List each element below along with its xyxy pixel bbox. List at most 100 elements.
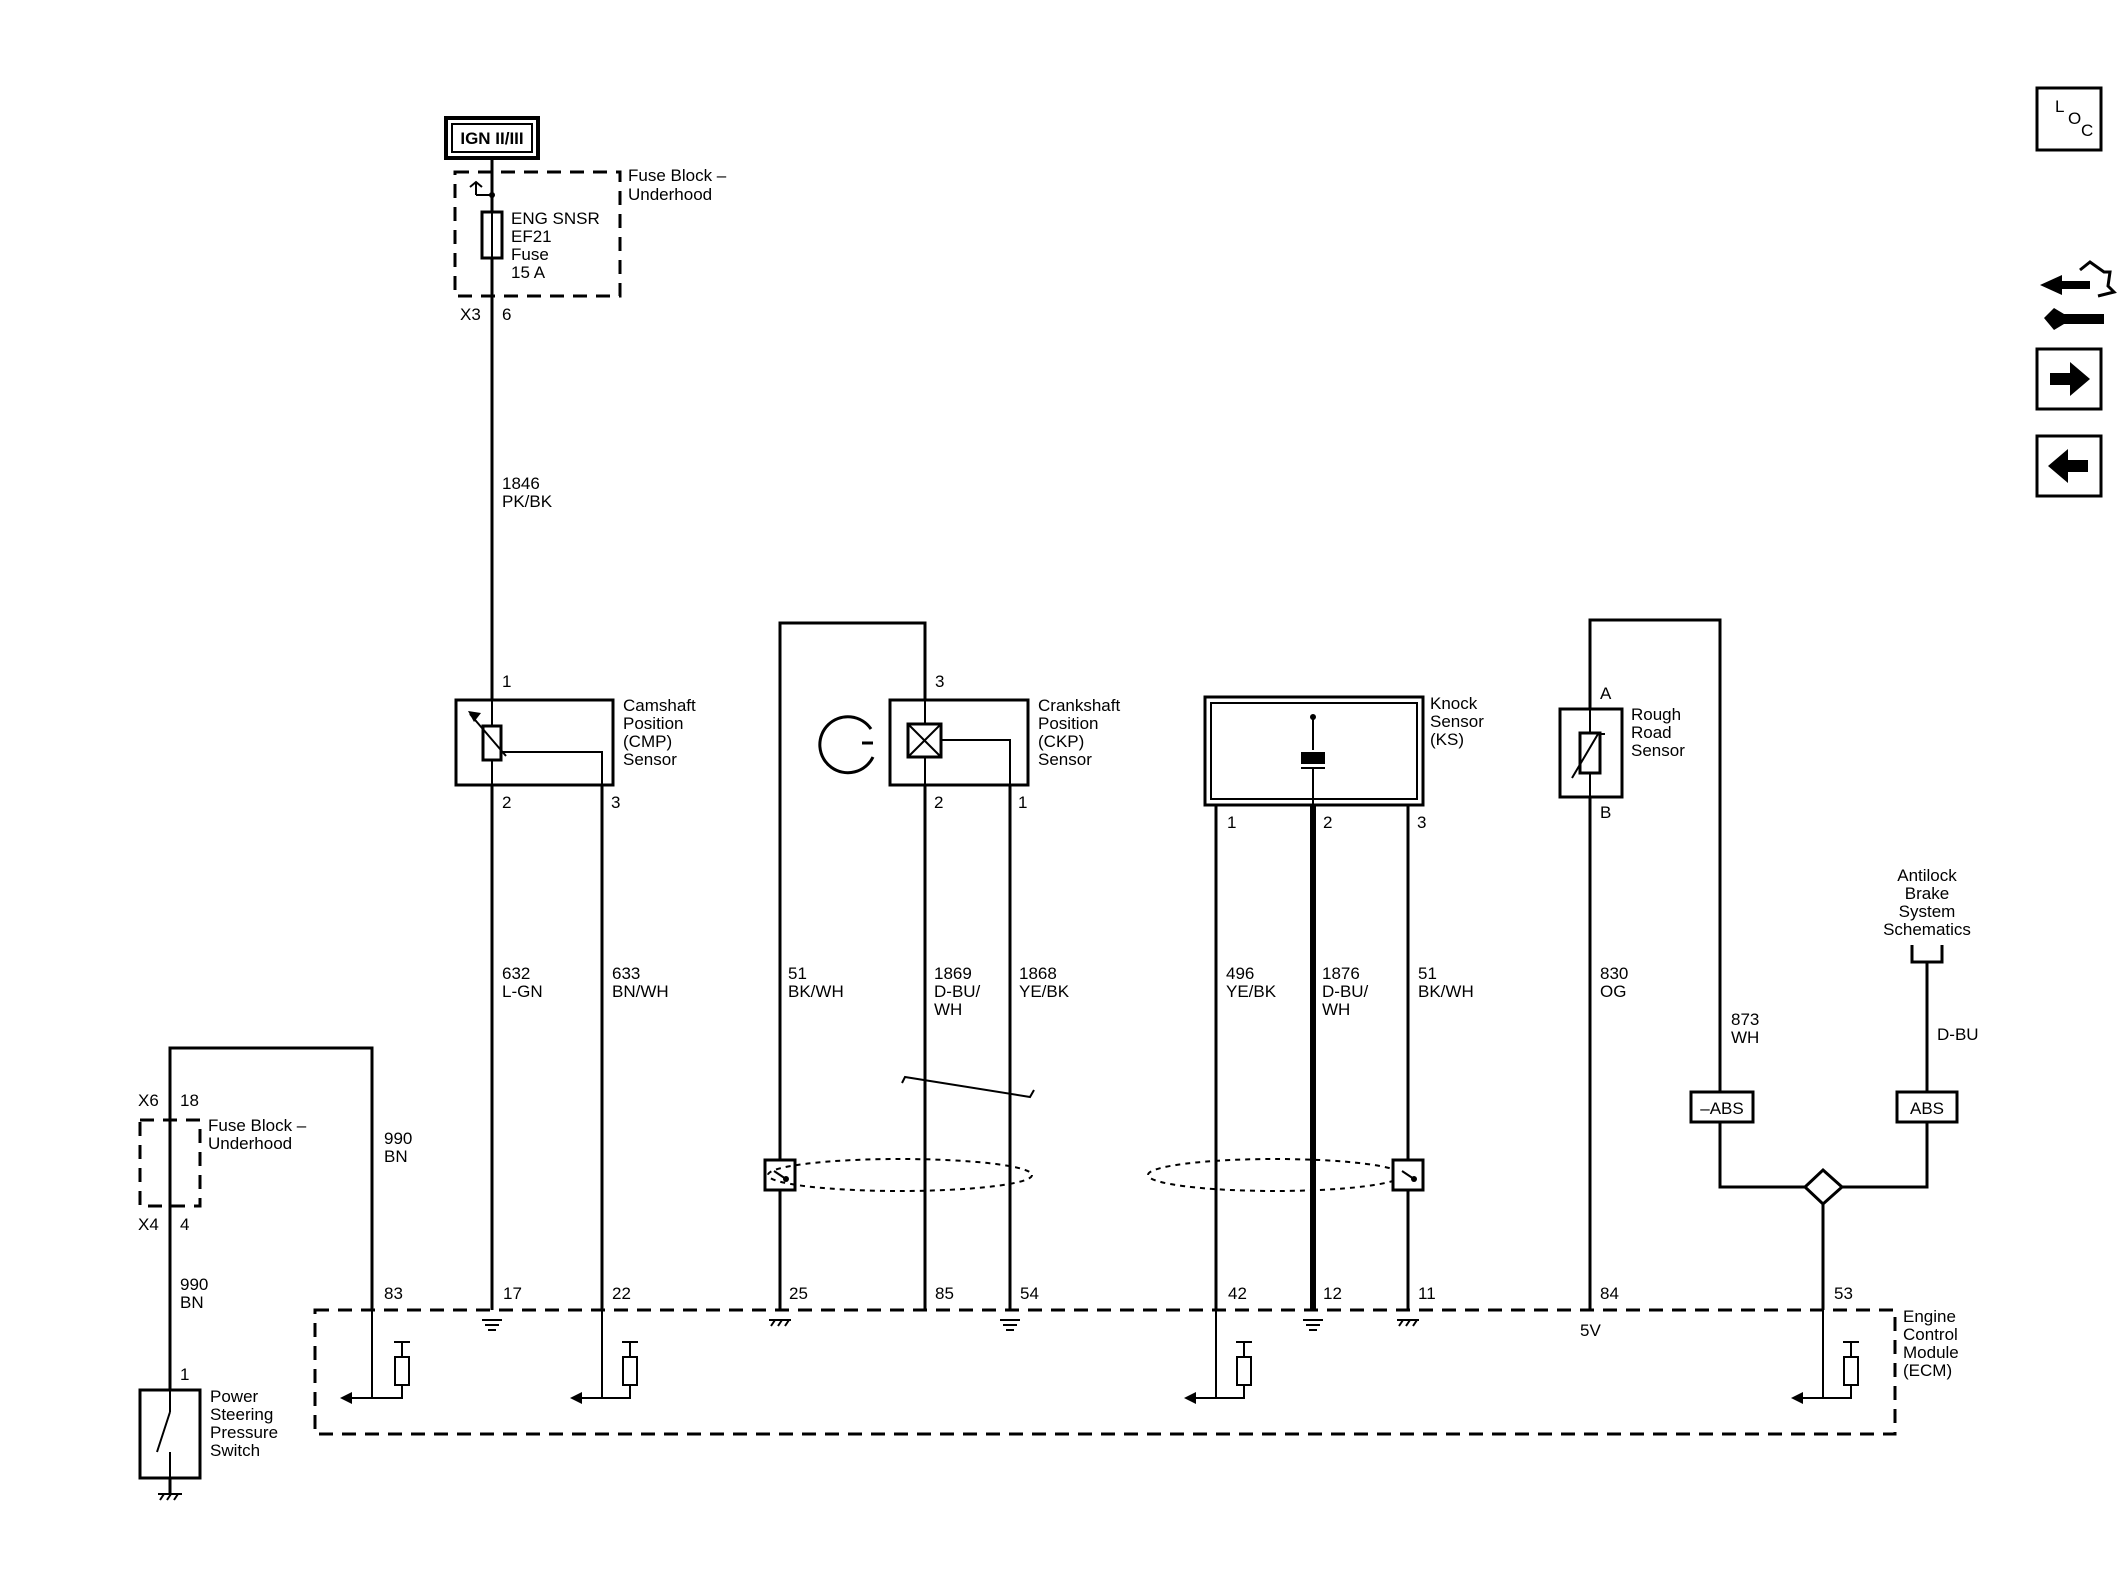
- signal-ground-icon: [1303, 1319, 1323, 1331]
- next-page-icon[interactable]: [2035, 347, 2103, 411]
- fuse-block-underhood-left: X6 18 Fuse Block – Underhood X4 4: [138, 1091, 307, 1234]
- wire-color: YE/BK: [1019, 982, 1070, 1001]
- twisted-pair-icon: [901, 1075, 1035, 1099]
- ign-label: IGN II/III: [460, 129, 523, 148]
- sensor-label: Knock: [1430, 694, 1478, 713]
- abs-label: Schematics: [1883, 920, 1971, 939]
- switch-label: Power: [210, 1387, 259, 1406]
- cmp-sensor: 1 Camshaft Position (CMP) Sensor 2 3: [454, 672, 696, 812]
- wire-number: 990: [180, 1275, 208, 1294]
- connector-label: X4: [138, 1215, 159, 1234]
- component-views-icon[interactable]: [2040, 260, 2117, 330]
- ecm-pin-label: 84: [1600, 1284, 1619, 1303]
- wire-color: L-GN: [502, 982, 543, 1001]
- power-steering-pressure-switch: 1 Power Steering Pressure Switch: [138, 1365, 278, 1501]
- connector-label: X6: [138, 1091, 159, 1110]
- wire-color: PK/BK: [502, 492, 553, 511]
- sensor-label: (CKP): [1038, 732, 1084, 751]
- sensor-label: Road: [1631, 723, 1672, 742]
- ecm-pin-label: 42: [1228, 1284, 1247, 1303]
- wire-color: BN/WH: [612, 982, 669, 1001]
- wire-number: 51: [1418, 964, 1437, 983]
- wire-color: BN: [180, 1293, 204, 1312]
- fuse-id: EF21: [511, 227, 552, 246]
- wire-color: OG: [1600, 982, 1626, 1001]
- wire-color: BK/WH: [1418, 982, 1474, 1001]
- pin-label: 2: [1323, 813, 1332, 832]
- fuse-block-label: Underhood: [628, 185, 712, 204]
- pin-label: 1: [180, 1365, 189, 1384]
- wire-number: 1868: [1019, 964, 1057, 983]
- pin-label: 2: [934, 793, 943, 812]
- fuse-block-label: Underhood: [208, 1134, 292, 1153]
- ign-power-source: IGN II/III: [444, 116, 540, 160]
- ecm-label: Control: [1903, 1325, 1958, 1344]
- wire-color: D-BU/: [934, 982, 981, 1001]
- sensor-label: Sensor: [1631, 741, 1685, 760]
- shield-drain-ks: [1147, 1158, 1425, 1192]
- pin-label: 1: [1018, 793, 1027, 812]
- loc-icon[interactable]: L O C: [2035, 86, 2103, 152]
- sensor-label: Crankshaft: [1038, 696, 1120, 715]
- ecm-pin-label: 25: [789, 1284, 808, 1303]
- piezo-element-icon: [1301, 752, 1325, 764]
- pin-label: 6: [502, 305, 511, 324]
- pin-label: 3: [935, 672, 944, 691]
- ecm-pin-label: 12: [1323, 1284, 1342, 1303]
- loc-letter: C: [2081, 121, 2093, 140]
- loc-letter: L: [2055, 97, 2064, 116]
- abs-tag-label: ABS: [1910, 1099, 1944, 1118]
- ecm-label: Engine: [1903, 1307, 1956, 1326]
- abs-tag-label: –ABS: [1700, 1099, 1743, 1118]
- wire-number: 1869: [934, 964, 972, 983]
- fuse-block-underhood-top: Fuse Block – Underhood ENG SNSR EF21 Fus…: [453, 166, 727, 298]
- signal-ground-icon: [482, 1319, 502, 1331]
- wire-color: WH: [934, 1000, 962, 1019]
- ecm-pin-label: 85: [935, 1284, 954, 1303]
- ecm-pin-label: 83: [384, 1284, 403, 1303]
- fuse-type: Fuse: [511, 245, 549, 264]
- sensor-label: Position: [623, 714, 683, 733]
- input-resistor-circuit-42: [1184, 1310, 1252, 1404]
- wire-color: D-BU: [1937, 1025, 1979, 1044]
- sensor-label: Sensor: [1430, 712, 1484, 731]
- ckp-sensor: 3 Crankshaft Position (CKP) Sensor 2 1: [778, 621, 1120, 1160]
- wire-number: 496: [1226, 964, 1254, 983]
- fuse-block-label: Fuse Block –: [628, 166, 727, 185]
- wire-color: WH: [1731, 1028, 1759, 1047]
- pin-label: A: [1600, 684, 1612, 703]
- ecm-label: (ECM): [1903, 1361, 1952, 1380]
- wire-color: YE/BK: [1226, 982, 1277, 1001]
- ecm-module: Engine Control Module (ECM) 83 17 22 25 …: [313, 1284, 1959, 1436]
- wire-number: 633: [612, 964, 640, 983]
- pin-label: 1: [1227, 813, 1236, 832]
- fuse-icon: [480, 210, 504, 260]
- abs-tag-positive: ABS: [1895, 1090, 1959, 1124]
- input-resistor-circuit-53: [1791, 1310, 1859, 1404]
- switch-label: Switch: [210, 1441, 260, 1460]
- ecm-reference-label: 5V: [1580, 1321, 1601, 1340]
- chassis-ground-icon: [1397, 1319, 1419, 1327]
- chassis-ground-icon: [158, 1493, 182, 1501]
- abs-schematics-reference: Antilock Brake System Schematics D-BU: [1883, 866, 1979, 1107]
- wire-number: 632: [502, 964, 530, 983]
- sensor-label: Sensor: [1038, 750, 1092, 769]
- sensor-label: (KS): [1430, 730, 1464, 749]
- ecm-pin-label: 17: [503, 1284, 522, 1303]
- sensor-label: (CMP): [623, 732, 672, 751]
- wire-number: 990: [384, 1129, 412, 1148]
- loc-letter: O: [2068, 109, 2081, 128]
- sensor-label: Rough: [1631, 705, 1681, 724]
- switch-label: Steering: [210, 1405, 273, 1424]
- previous-page-icon[interactable]: [2035, 434, 2103, 498]
- rough-road-sensor: A Rough Road Sensor B: [1558, 618, 1722, 1107]
- wire-number: 873: [1731, 1010, 1759, 1029]
- wire-color: BN: [384, 1147, 408, 1166]
- signal-ground-icon: [1000, 1319, 1020, 1331]
- abs-label: System: [1899, 902, 1956, 921]
- wire-number: 1876: [1322, 964, 1360, 983]
- ecm-pin-label: 11: [1418, 1284, 1436, 1303]
- shield-drain-ckp: [763, 1158, 1033, 1192]
- chassis-ground-icon: [769, 1319, 791, 1327]
